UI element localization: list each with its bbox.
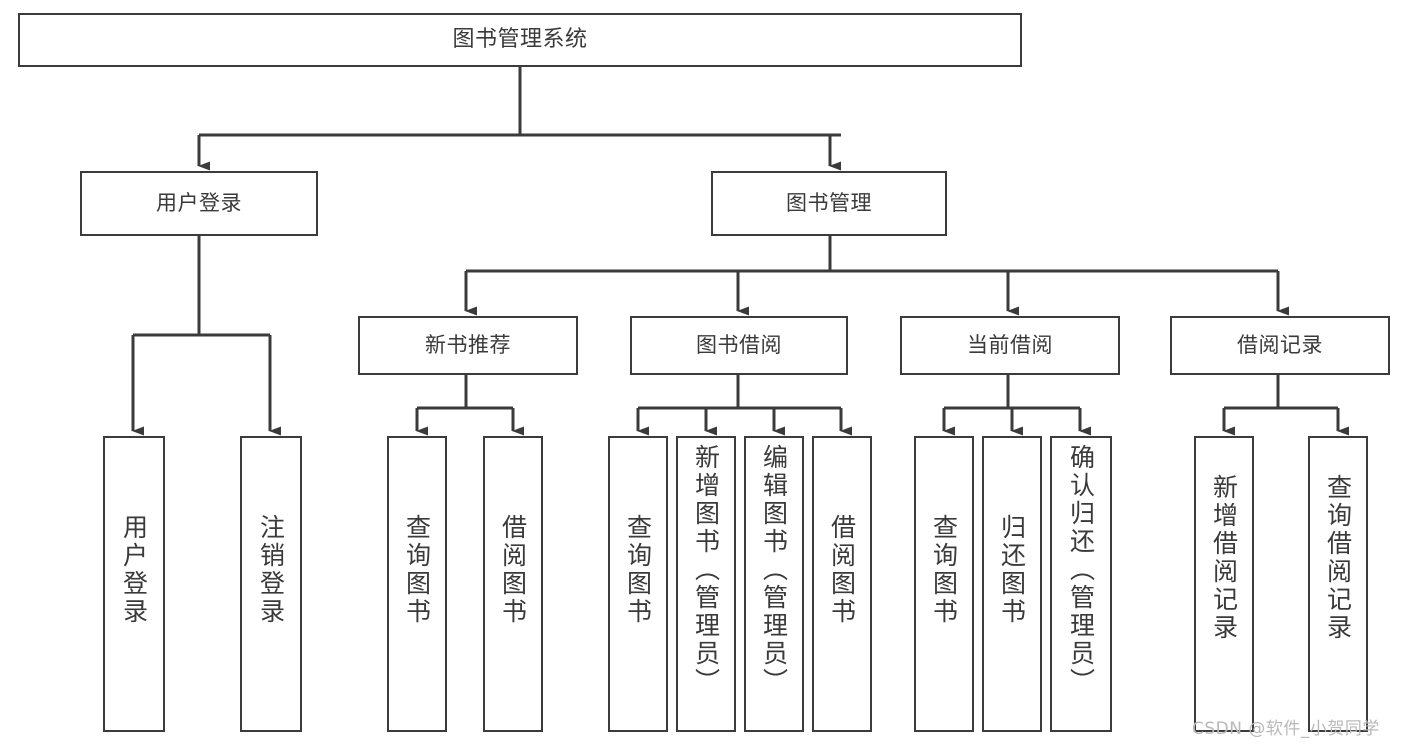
node-new-book-recommend[interactable]: 新书推荐 — [358, 316, 578, 375]
node-label: 归还图书 — [997, 514, 1027, 626]
node-leaf-query-book-1[interactable]: 查询图书 — [387, 436, 447, 732]
node-label: 查询图书 — [402, 514, 432, 626]
node-label: 新书推荐 — [425, 333, 511, 358]
node-leaf-query-book-3[interactable]: 查询图书 — [914, 436, 974, 732]
node-label: 用户登录 — [156, 191, 242, 216]
node-borrow-record[interactable]: 借阅记录 — [1170, 316, 1390, 375]
node-book-borrow[interactable]: 图书借阅 — [630, 316, 848, 375]
node-leaf-borrow-book-1[interactable]: 借阅图书 — [483, 436, 543, 732]
node-label: 图书管理 — [786, 191, 872, 216]
node-label: 确认归还（管理员） — [1066, 444, 1096, 696]
node-label: 查询图书 — [623, 514, 653, 626]
node-label: 图书借阅 — [696, 333, 782, 358]
node-label: 注销登录 — [256, 514, 286, 626]
node-label: 查询借阅记录 — [1323, 474, 1353, 642]
node-leaf-query-borrow-record[interactable]: 查询借阅记录 — [1308, 436, 1368, 732]
node-leaf-return-book[interactable]: 归还图书 — [982, 436, 1042, 732]
node-user-login[interactable]: 用户登录 — [80, 171, 318, 236]
node-label: 编辑图书（管理员） — [759, 444, 789, 696]
node-label: 借阅记录 — [1237, 333, 1323, 358]
node-leaf-add-book[interactable]: 新增图书（管理员） — [676, 436, 736, 732]
node-leaf-confirm-return[interactable]: 确认归还（管理员） — [1050, 436, 1112, 732]
node-root-book-management-system[interactable]: 图书管理系统 — [18, 13, 1022, 67]
node-label: 当前借阅 — [967, 333, 1053, 358]
node-book-management[interactable]: 图书管理 — [711, 171, 947, 236]
node-leaf-query-book-2[interactable]: 查询图书 — [608, 436, 668, 732]
node-label: 新增图书（管理员） — [691, 444, 721, 696]
node-label: 新增借阅记录 — [1209, 474, 1239, 642]
node-label: 图书管理系统 — [452, 27, 588, 53]
node-leaf-edit-book[interactable]: 编辑图书（管理员） — [744, 436, 804, 732]
node-current-borrow[interactable]: 当前借阅 — [900, 316, 1120, 375]
node-label: 借阅图书 — [498, 514, 528, 626]
node-label: 借阅图书 — [827, 514, 857, 626]
node-leaf-user-logout[interactable]: 注销登录 — [240, 436, 302, 732]
node-label: 查询图书 — [929, 514, 959, 626]
node-label: 用户登录 — [119, 514, 149, 626]
node-leaf-borrow-book-2[interactable]: 借阅图书 — [812, 436, 872, 732]
node-leaf-add-borrow-record[interactable]: 新增借阅记录 — [1194, 436, 1254, 732]
node-leaf-user-login[interactable]: 用户登录 — [103, 436, 165, 732]
csdn-watermark: CSDN @软件_小贺同学 — [1192, 719, 1380, 739]
